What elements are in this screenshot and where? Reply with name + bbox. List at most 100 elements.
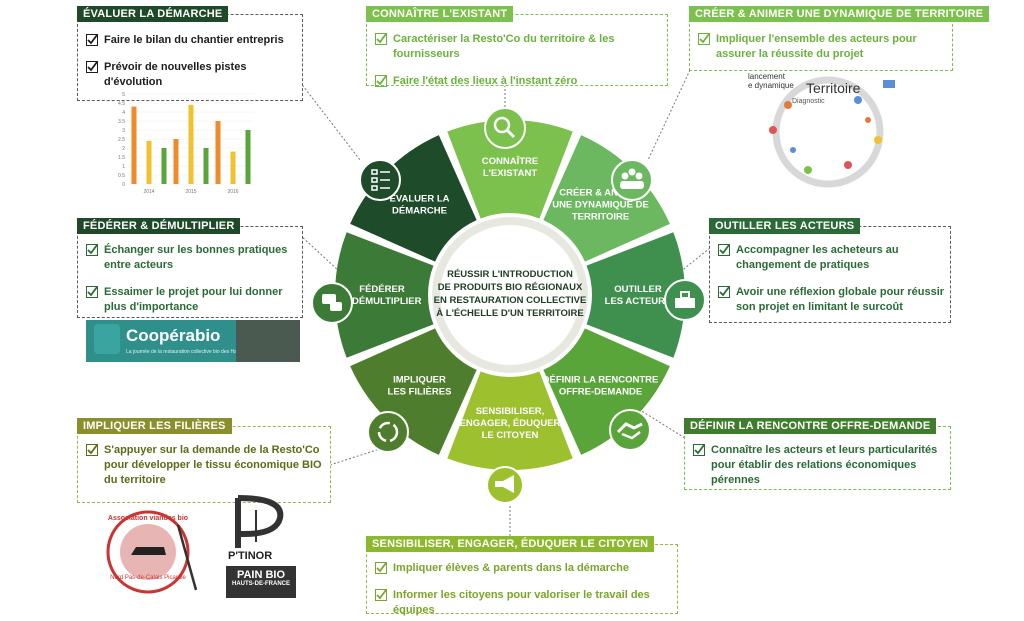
territoire-illustration: lancement e dynamique Territoire Diagnos…: [748, 70, 908, 190]
center-line-3: EN RESTAURATION COLLECTIVE: [434, 295, 587, 306]
center-disc: [440, 225, 580, 365]
list-item: Connaître les acteurs et leurs particula…: [685, 443, 950, 488]
ptinor-badge: PAIN BIO HAUTS-DE-FRANCE: [226, 566, 296, 598]
wheel-segment-label: IMPLIQUER: [393, 375, 446, 386]
y-tick-label: 2: [122, 146, 125, 152]
bar: [131, 106, 137, 184]
wheel-segment-label: ÉVALUER LA: [389, 193, 449, 204]
ptinor-logo: P'TINOR PAIN BIO HAUTS-DE-FRANCE: [226, 490, 298, 600]
y-tick-label: 3.5: [118, 119, 125, 125]
y-tick-label: 1.5: [118, 155, 125, 161]
wheel-segment: [350, 328, 477, 455]
wheel-segment-label: DÉFINIR LA RENCONTRE: [543, 375, 659, 386]
list-item: Accompagner les acheteurs au changement …: [710, 243, 950, 273]
box-definir: DÉFINIR LA RENCONTRE OFFRE-DEMANDE Conna…: [684, 418, 951, 490]
wheel-segment-label: UNE DYNAMIQUE DE: [552, 199, 649, 210]
bar: [173, 139, 179, 184]
box-impliquer-title: IMPLIQUER LES FILIÈRES: [77, 418, 232, 434]
box-connaitre: CONNAÎTRE L'EXISTANT Caractériser la Res…: [366, 6, 668, 89]
wheel-segment: [350, 135, 477, 262]
wheel-segment-label: & DÉMULTIPLIER: [343, 296, 422, 307]
box-evaluer: ÉVALUER LA DÉMARCHE Faire le bilan du ch…: [77, 6, 303, 101]
ptinor-line1: PAIN BIO: [236, 569, 286, 581]
territoire-title: Territoire: [806, 80, 861, 96]
y-tick-label: 0: [122, 182, 125, 188]
wheel-segment-label: ENGAGER, ÉDUQUER: [460, 418, 561, 429]
box-sensibiliser: SENSIBILISER, ENGAGER, ÉDUQUER LE CITOYE…: [366, 536, 678, 616]
list-item: Prévoir de nouvelles pistes d'évolution: [78, 60, 302, 90]
box-outiller-title: OUTILLER LES ACTEURS: [709, 218, 861, 234]
wheel-segment-label: SENSIBILISER,: [476, 406, 545, 417]
cooperabio-logo-icon: [94, 324, 120, 354]
wheel-segment-label: LES ACTEURS: [605, 296, 672, 307]
handshake-icon: [609, 409, 651, 451]
wheel-segment: [334, 232, 434, 358]
list-item: Caractériser la Resto'Co du territoire &…: [367, 32, 667, 62]
cooperabio-banner: Coopérabio La journée de la restauration…: [86, 320, 300, 362]
list-item: Impliquer élèves & parents dans la démar…: [367, 561, 677, 576]
bar: [203, 148, 209, 184]
y-tick-label: 0.5: [118, 173, 125, 179]
bar: [215, 121, 221, 184]
center-line-1: RÉUSSIR L'INTRODUCTION: [447, 269, 573, 280]
territoire-subtitle: Diagnostic: [792, 98, 825, 105]
wheel-segment-label: LE CITOYEN: [482, 430, 539, 441]
x-tick-label: 2016: [227, 189, 238, 195]
list-item: S'appuyer sur la demande de la Resto'Co …: [78, 443, 330, 488]
x-tick-label: 2014: [143, 189, 154, 195]
list-item: Avoir une réflexion globale pour réussir…: [710, 285, 950, 315]
wheel-segment: [543, 328, 670, 455]
bar: [230, 151, 236, 184]
speech-bubbles-icon: [311, 282, 353, 324]
y-tick-label: 1: [122, 164, 125, 170]
center-line-2: DE PRODUITS BIO RÉGIONAUX: [438, 282, 583, 293]
list-item: Faire l'état des lieux à l'instant zéro: [367, 74, 667, 89]
box-federer: FÉDÉRER & DÉMULTIPLIER Échanger sur les …: [77, 218, 303, 318]
y-tick-label: 2.5: [118, 137, 125, 143]
ptinor-name: P'TINOR: [228, 550, 273, 562]
cooperabio-tagline: La journée de la restauration collective…: [126, 349, 269, 355]
wheel-segment: [447, 371, 573, 470]
box-definir-title: DÉFINIR LA RENCONTRE OFFRE-DEMANDE: [684, 418, 937, 434]
box-creer-title: CRÉER & ANIMER UNE DYNAMIQUE DE TERRITOI…: [689, 6, 990, 22]
wheel-segment-label: L'EXISTANT: [483, 168, 538, 179]
y-tick-label: 4.5: [118, 101, 125, 107]
megaphone-icon: [486, 466, 524, 504]
ptinor-line2: HAUTS-DE-FRANCE: [232, 581, 290, 587]
wheel-segment-label: CRÉER & ANIMER: [559, 187, 642, 198]
box-connaitre-title: CONNAÎTRE L'EXISTANT: [366, 6, 514, 22]
list-item: Informer les citoyens pour valoriser le …: [367, 588, 677, 618]
center-line-4: À L'ÉCHELLE D'UN TERRITOIRE: [436, 308, 583, 319]
y-tick-label: 3: [122, 128, 125, 134]
checklist-icon: [359, 159, 401, 201]
bar: [161, 148, 167, 184]
wheel-segment-label: TERRITOIRE: [572, 211, 629, 222]
list-item: Impliquer l'ensemble des acteurs pour as…: [690, 32, 952, 62]
wheel-segment-label: OFFRE-DEMANDE: [559, 387, 642, 398]
magnifier-icon: [484, 107, 526, 149]
recycle-icon: [367, 411, 409, 453]
group-icon: [611, 159, 653, 201]
list-item: Échanger sur les bonnes pratiques entre …: [78, 243, 302, 273]
toolbox-icon: [664, 279, 706, 321]
wheel-segment: [586, 232, 686, 358]
bar: [245, 130, 251, 184]
association-name: Association viandes bio: [107, 515, 189, 522]
territoire-fragment-1: lancement: [748, 72, 785, 81]
y-tick-label: 5: [122, 92, 125, 98]
wheel-segment-label: CONNAÎTRE: [482, 155, 538, 167]
box-creer: CRÉER & ANIMER UNE DYNAMIQUE DE TERRITOI…: [689, 6, 990, 71]
list-item: Faire le bilan du chantier entrepris: [78, 33, 302, 48]
wheel-segment: [447, 119, 573, 219]
cooperabio-photo: [236, 320, 300, 362]
wheel-segment-label: OUTILLER: [614, 284, 662, 295]
box-impliquer: IMPLIQUER LES FILIÈRES S'appuyer sur la …: [77, 418, 331, 503]
list-item: Essaimer le projet pour lui donner plus …: [78, 285, 302, 315]
ptinor-emblem: [235, 495, 284, 548]
association-region: Nord Pas-de-Calais Picardie: [110, 575, 186, 581]
box-outiller: OUTILLER LES ACTEURS Accompagner les ach…: [709, 218, 951, 323]
box-federer-title: FÉDÉRER & DÉMULTIPLIER: [77, 218, 241, 234]
wheel-segment: [543, 135, 670, 262]
